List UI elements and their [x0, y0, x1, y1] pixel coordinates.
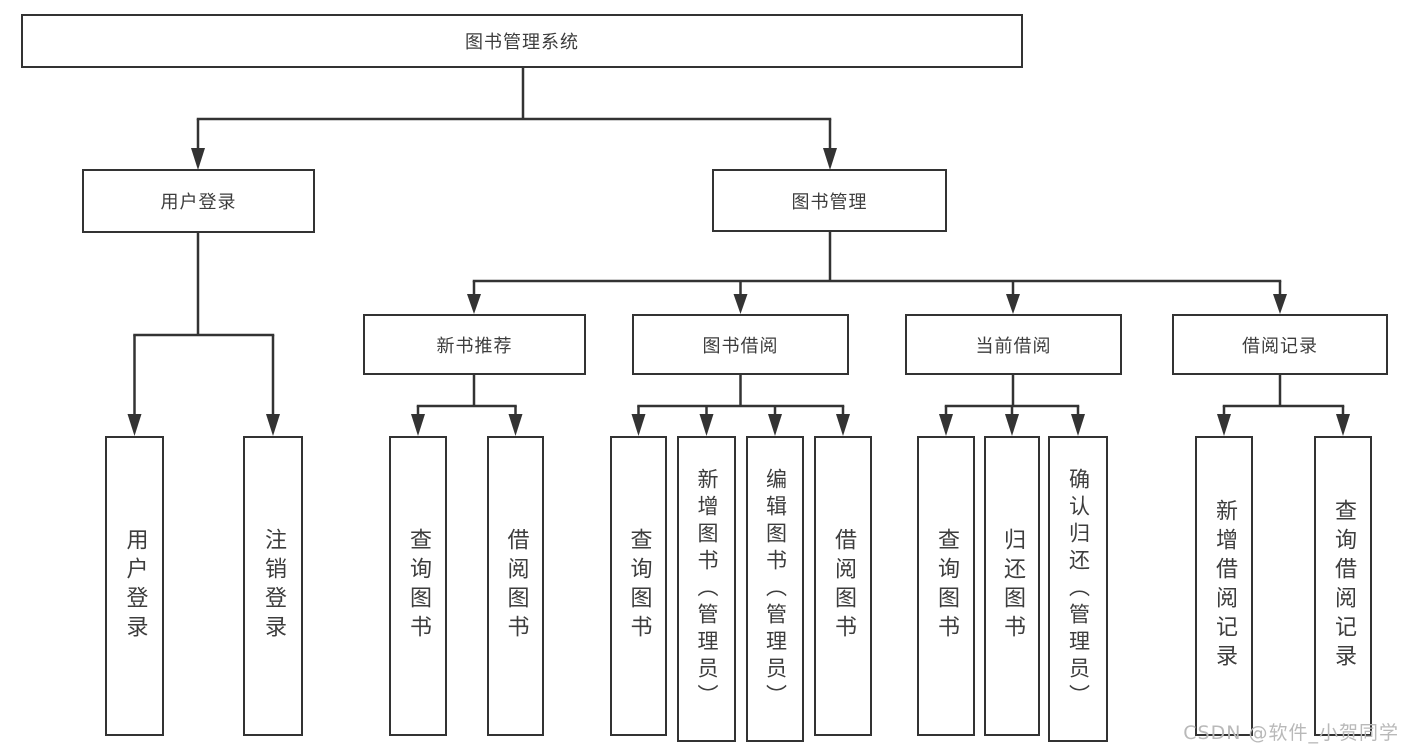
- arrowhead-icons: [127, 148, 1350, 436]
- node-label: 查询图书: [406, 528, 431, 644]
- node-book-management: 图书管理: [712, 169, 947, 232]
- leaf-query-books-recommend: 查询图书: [389, 436, 447, 736]
- leaf-borrow-books: 借阅图书: [814, 436, 872, 736]
- leaf-query-books-borrow: 查询图书: [610, 436, 667, 736]
- leaf-add-borrow-record: 新增借阅记录: [1195, 436, 1253, 736]
- node-label: 查询图书: [626, 528, 652, 644]
- leaf-logout: 注销登录: [243, 436, 303, 736]
- node-label: 注销登录: [261, 528, 286, 644]
- leaf-return-books: 归还图书: [984, 436, 1040, 736]
- leaf-edit-books-admin: 编辑图书（管理员）: [746, 436, 804, 742]
- leaf-confirm-return-admin: 确认归还（管理员）: [1048, 436, 1108, 742]
- node-label: 图书借阅: [702, 335, 779, 357]
- node-label: 编辑图书（管理员）: [763, 467, 788, 711]
- leaf-borrow-books-recommend: 借阅图书: [487, 436, 544, 736]
- node-label: 新书推荐: [436, 335, 513, 357]
- csdn-watermark: CSDN @软件_小贺同学: [1183, 722, 1399, 744]
- node-label: 借阅图书: [503, 528, 529, 644]
- leaf-query-borrow-record: 查询借阅记录: [1314, 436, 1372, 736]
- leaf-query-books-current: 查询图书: [917, 436, 975, 736]
- node-label: 当前借阅: [975, 335, 1052, 357]
- node-label: 图书管理: [791, 191, 868, 213]
- node-label: 图书管理系统: [465, 32, 579, 53]
- node-label: 借阅图书: [831, 528, 856, 644]
- node-new-book-recommend: 新书推荐: [363, 314, 586, 375]
- node-label: 查询借阅记录: [1331, 499, 1356, 673]
- node-borrow-records: 借阅记录: [1172, 314, 1388, 375]
- node-label: 查询图书: [934, 528, 959, 644]
- node-book-borrow: 图书借阅: [632, 314, 849, 375]
- node-label: 用户登录: [122, 528, 148, 644]
- node-label: 确认归还（管理员）: [1066, 467, 1091, 711]
- node-label: 新增图书（管理员）: [695, 467, 719, 711]
- leaf-add-books-admin: 新增图书（管理员）: [677, 436, 736, 742]
- node-user-login: 用户登录: [82, 169, 315, 233]
- node-label: 归还图书: [1000, 528, 1025, 644]
- node-label: 新增借阅记录: [1212, 499, 1237, 673]
- node-label: 用户登录: [160, 192, 237, 213]
- node-label: 借阅记录: [1242, 335, 1318, 357]
- leaf-user-login: 用户登录: [105, 436, 164, 736]
- node-current-borrow: 当前借阅: [905, 314, 1122, 375]
- node-root-system: 图书管理系统: [21, 14, 1023, 68]
